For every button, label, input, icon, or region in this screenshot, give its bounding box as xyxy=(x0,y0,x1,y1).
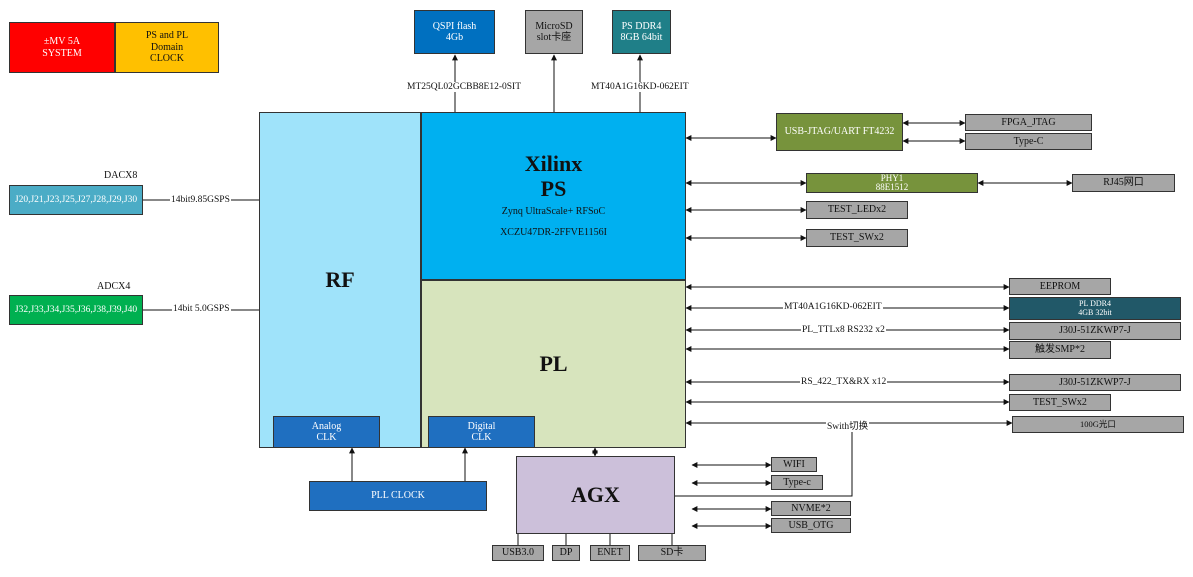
j30j-connector-box-1: J30J-51ZKWP7-J xyxy=(1009,322,1181,340)
switch-agx-link xyxy=(675,423,853,497)
ps-subtitle: Zynq UltraScale+ RFSoC xyxy=(501,205,606,217)
pll-clock-box: PLL CLOCK xyxy=(309,481,487,511)
test-led-box: TEST_LEDx2 xyxy=(806,201,908,219)
usb-otg-box: USB_OTG xyxy=(771,518,851,533)
fpga-jtag-box: FPGA_JTAG xyxy=(965,114,1092,131)
adc-title: ADCX4 xyxy=(96,281,132,292)
test-sw-box-1: TEST_SWx2 xyxy=(806,229,908,247)
qspi-part-label: MT25QL02GCBB8E12-0SIT xyxy=(406,82,522,92)
dac-rate-label: 14bit9.85GSPS xyxy=(170,195,231,205)
nvme-box: NVME*2 xyxy=(771,501,851,516)
dp-box: DP xyxy=(552,545,580,561)
pl-title: PL xyxy=(539,351,568,377)
microsd-slot-box: MicroSD slot卡座 xyxy=(525,10,583,54)
digital-clk-box: Digital CLK xyxy=(428,416,535,448)
dac-connector-box: J20,J21,J23,J25,J27,J28,J29,J30 xyxy=(9,185,143,215)
type-c-box: Type-C xyxy=(965,133,1092,150)
usb30-box: USB3.0 xyxy=(492,545,544,561)
phy1-box: PHY1 88E1512 xyxy=(806,173,978,193)
wifi-box: WIFI xyxy=(771,457,817,472)
type-c-box-2: Type-c xyxy=(771,475,823,490)
agx-block: AGX xyxy=(516,456,675,534)
rf-block: RF xyxy=(259,112,421,448)
test-sw-box-2: TEST_SWx2 xyxy=(1009,394,1111,411)
analog-clk-box: Analog CLK xyxy=(273,416,380,448)
enet-box: ENET xyxy=(590,545,630,561)
pl-block: PL xyxy=(421,280,686,448)
agx-title: AGX xyxy=(571,482,620,508)
ps-part-number: XCZU47DR-2FFVE1156I xyxy=(500,227,607,239)
clock-domain-box: PS and PL Domain CLOCK xyxy=(115,22,219,73)
pl-ddr4-part-label: MT40A1G16KD-062EIT xyxy=(783,302,883,312)
usb-jtag-uart-box: USB-JTAG/UART FT4232 xyxy=(776,113,903,151)
dac-title: DACX8 xyxy=(103,170,139,181)
sd-card-box: SD卡 xyxy=(638,545,706,561)
switch-label: Swith切换 xyxy=(826,418,870,432)
adc-rate-label: 14bit 5.0GSPS xyxy=(172,304,231,314)
ps-ddr4-part-label: MT40A1G16KD-062EIT xyxy=(590,82,690,92)
pl-ddr4-box: PL DDR4 4GB 32bit xyxy=(1009,297,1181,320)
eeprom-box: EEPROM xyxy=(1009,278,1111,295)
trigger-smp-box: 触发SMP*2 xyxy=(1009,341,1111,359)
rs422-label: RS_422_TX&RX x12 xyxy=(800,377,888,387)
rj45-port-box: RJ45网口 xyxy=(1072,174,1175,192)
optical-100g-box: 100G光口 xyxy=(1012,416,1184,433)
ps-title: Xilinx PS xyxy=(524,151,583,202)
rf-title: RF xyxy=(325,267,355,293)
adc-connector-box: J32,J33,J34,J35,J36,J38,J39,J40 xyxy=(9,295,143,325)
power-system-box: ±MV 5A SYSTEM xyxy=(9,22,115,73)
pl-ttl-label: PL_TTLx8 RS232 x2 xyxy=(801,325,886,335)
ps-block: Xilinx PS Zynq UltraScale+ RFSoC XCZU47D… xyxy=(421,112,686,280)
qspi-flash-box: QSPI flash 4Gb xyxy=(414,10,495,54)
ps-ddr4-box: PS DDR4 8GB 64bit xyxy=(612,10,671,54)
j30j-connector-box-2: J30J-51ZKWP7-J xyxy=(1009,374,1181,391)
